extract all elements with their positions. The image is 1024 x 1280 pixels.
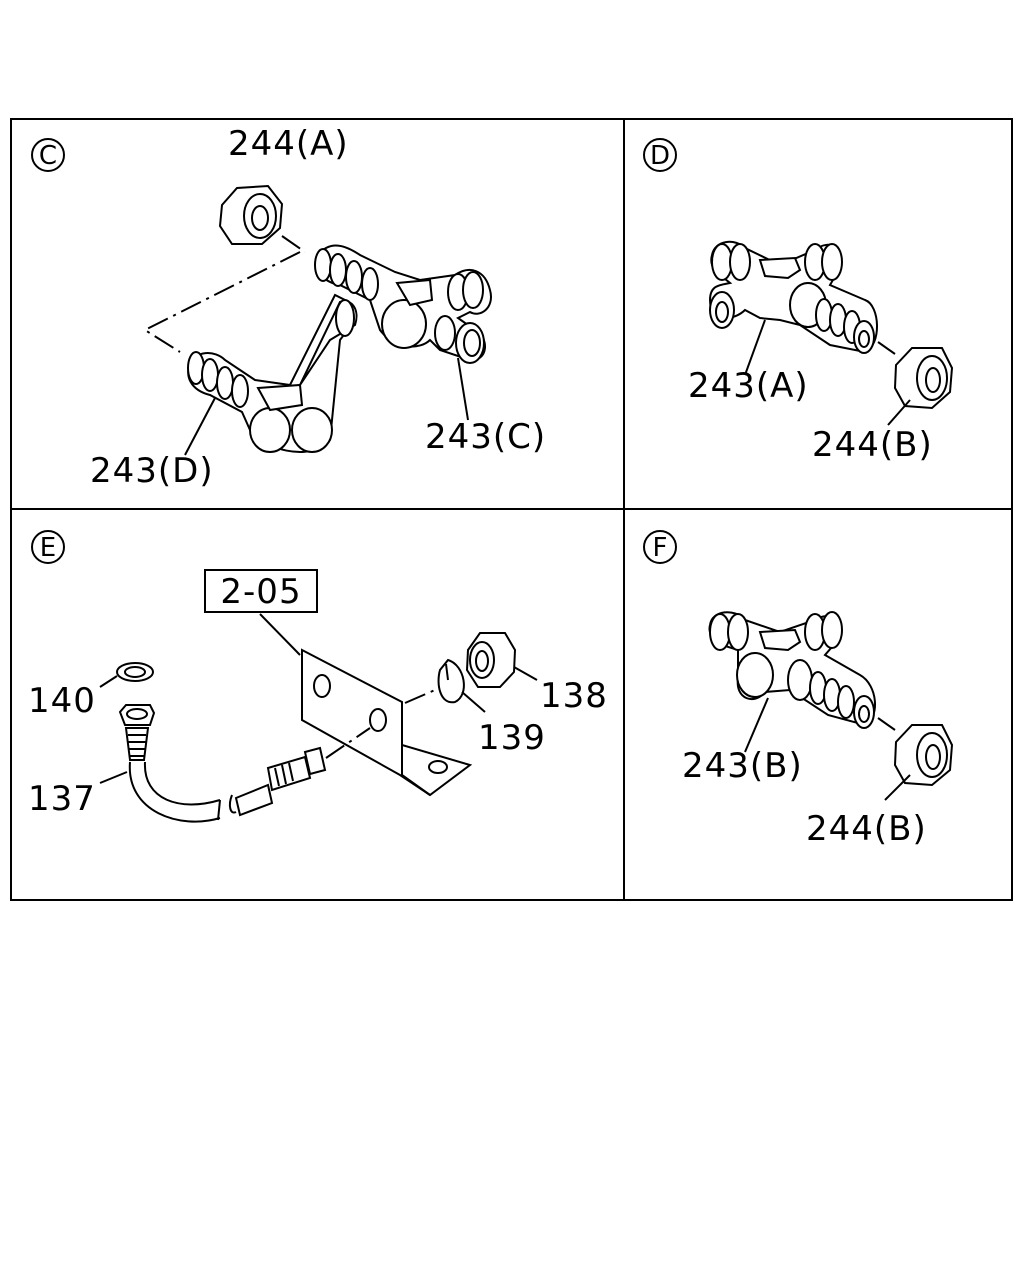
hose-137 bbox=[118, 704, 327, 823]
panel-e-marker-circle bbox=[31, 530, 65, 564]
reference-box-2-05 bbox=[204, 569, 318, 613]
panel-c-marker: C bbox=[39, 141, 57, 171]
panel-f-marker: F bbox=[653, 533, 668, 563]
nut-244a bbox=[218, 184, 284, 245]
label-244b-f: 244(B) bbox=[806, 809, 927, 849]
nut-244b-d bbox=[893, 347, 954, 410]
label-243d: 243(D) bbox=[90, 451, 214, 491]
tee-fitting-243c bbox=[314, 244, 492, 364]
elbow-fitting-243d bbox=[187, 293, 358, 453]
panel-c-marker-circle bbox=[31, 138, 65, 172]
lock-washer-139 bbox=[437, 658, 465, 704]
label-244b-d: 244(B) bbox=[812, 425, 933, 465]
panel-f-marker-circle bbox=[643, 530, 677, 564]
cross-fitting-243a bbox=[708, 240, 878, 354]
label-139: 139 bbox=[478, 718, 546, 758]
washer-140 bbox=[116, 662, 154, 682]
label-244a: 244(A) bbox=[228, 124, 349, 164]
label-243b: 243(B) bbox=[682, 746, 803, 786]
panel-d: D 243(A) 244(B) bbox=[643, 138, 954, 465]
tee-fitting-243b bbox=[708, 611, 877, 729]
panel-e: E 2-05 bbox=[28, 530, 608, 823]
label-243a: 243(A) bbox=[688, 366, 809, 406]
nut-244b-f bbox=[893, 724, 954, 787]
nut-138 bbox=[465, 632, 517, 688]
label-137: 137 bbox=[28, 779, 96, 819]
label-138: 138 bbox=[540, 676, 608, 716]
reference-box-label: 2-05 bbox=[220, 572, 301, 612]
panel-c: C bbox=[31, 124, 546, 491]
label-243c: 243(C) bbox=[425, 417, 546, 457]
panel-d-marker-circle bbox=[643, 138, 677, 172]
panel-f: F 243(B) 244(B) bbox=[643, 530, 954, 849]
label-140: 140 bbox=[28, 681, 96, 721]
mounting-bracket bbox=[301, 648, 473, 797]
panel-e-marker: E bbox=[40, 533, 56, 563]
panel-d-marker: D bbox=[650, 141, 670, 171]
